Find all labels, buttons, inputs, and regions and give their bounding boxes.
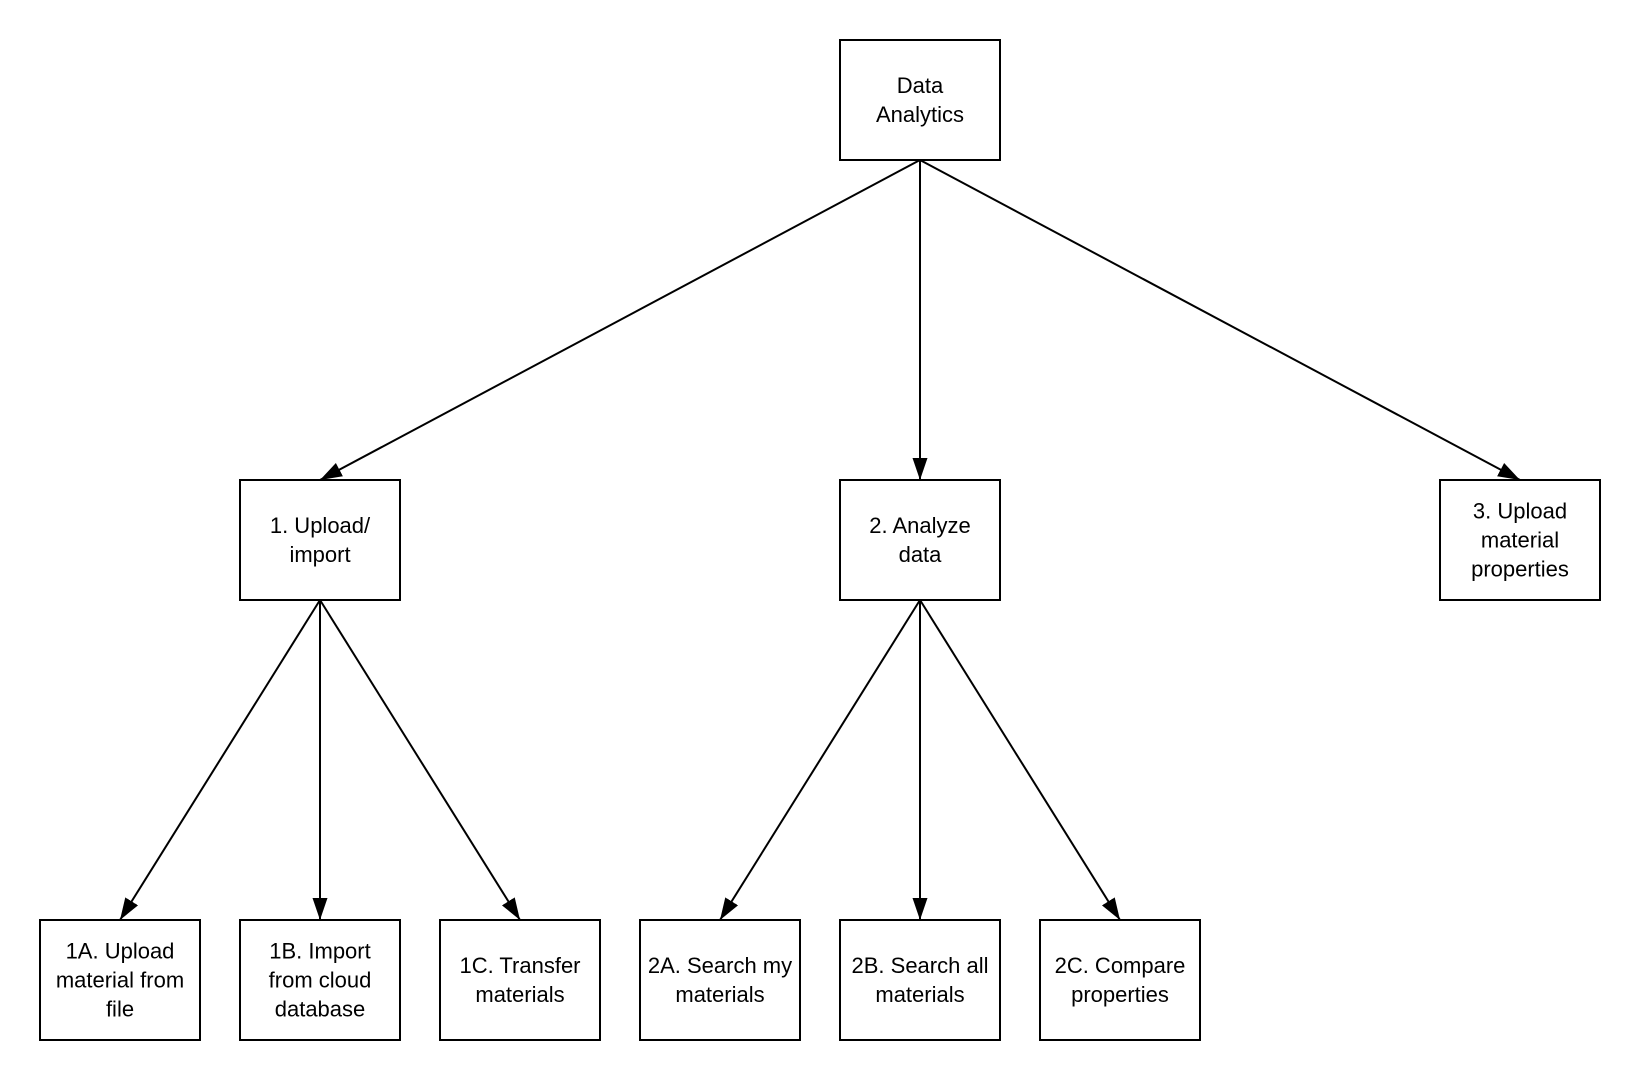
node-upload-import: 1. Upload/import bbox=[239, 479, 401, 601]
node-box-compare-properties bbox=[1039, 919, 1201, 1041]
node-box-analyze-data bbox=[839, 479, 1001, 601]
node-box-search-my-materials bbox=[639, 919, 801, 1041]
edge-data-analytics-to-upload-material-properties bbox=[919, 159, 1521, 481]
node-box-upload-material-from-file bbox=[39, 919, 201, 1041]
edge-upload-import-to-transfer-materials bbox=[319, 599, 521, 921]
node-label-upload-import: 1. Upload/import bbox=[270, 513, 371, 567]
edge-upload-import-to-upload-material-from-file bbox=[119, 599, 321, 921]
node-box-data-analytics bbox=[839, 39, 1001, 161]
edge-analyze-data-to-compare-properties bbox=[919, 599, 1121, 921]
node-box-import-from-cloud-database bbox=[239, 919, 401, 1041]
edge-analyze-data-to-search-my-materials bbox=[719, 599, 921, 921]
node-box-upload-material-properties bbox=[1439, 479, 1601, 601]
edge-data-analytics-to-upload-import bbox=[319, 159, 921, 481]
node-box-search-all-materials bbox=[839, 919, 1001, 1041]
node-box-upload-import bbox=[239, 479, 401, 601]
node-box-transfer-materials bbox=[439, 919, 601, 1041]
